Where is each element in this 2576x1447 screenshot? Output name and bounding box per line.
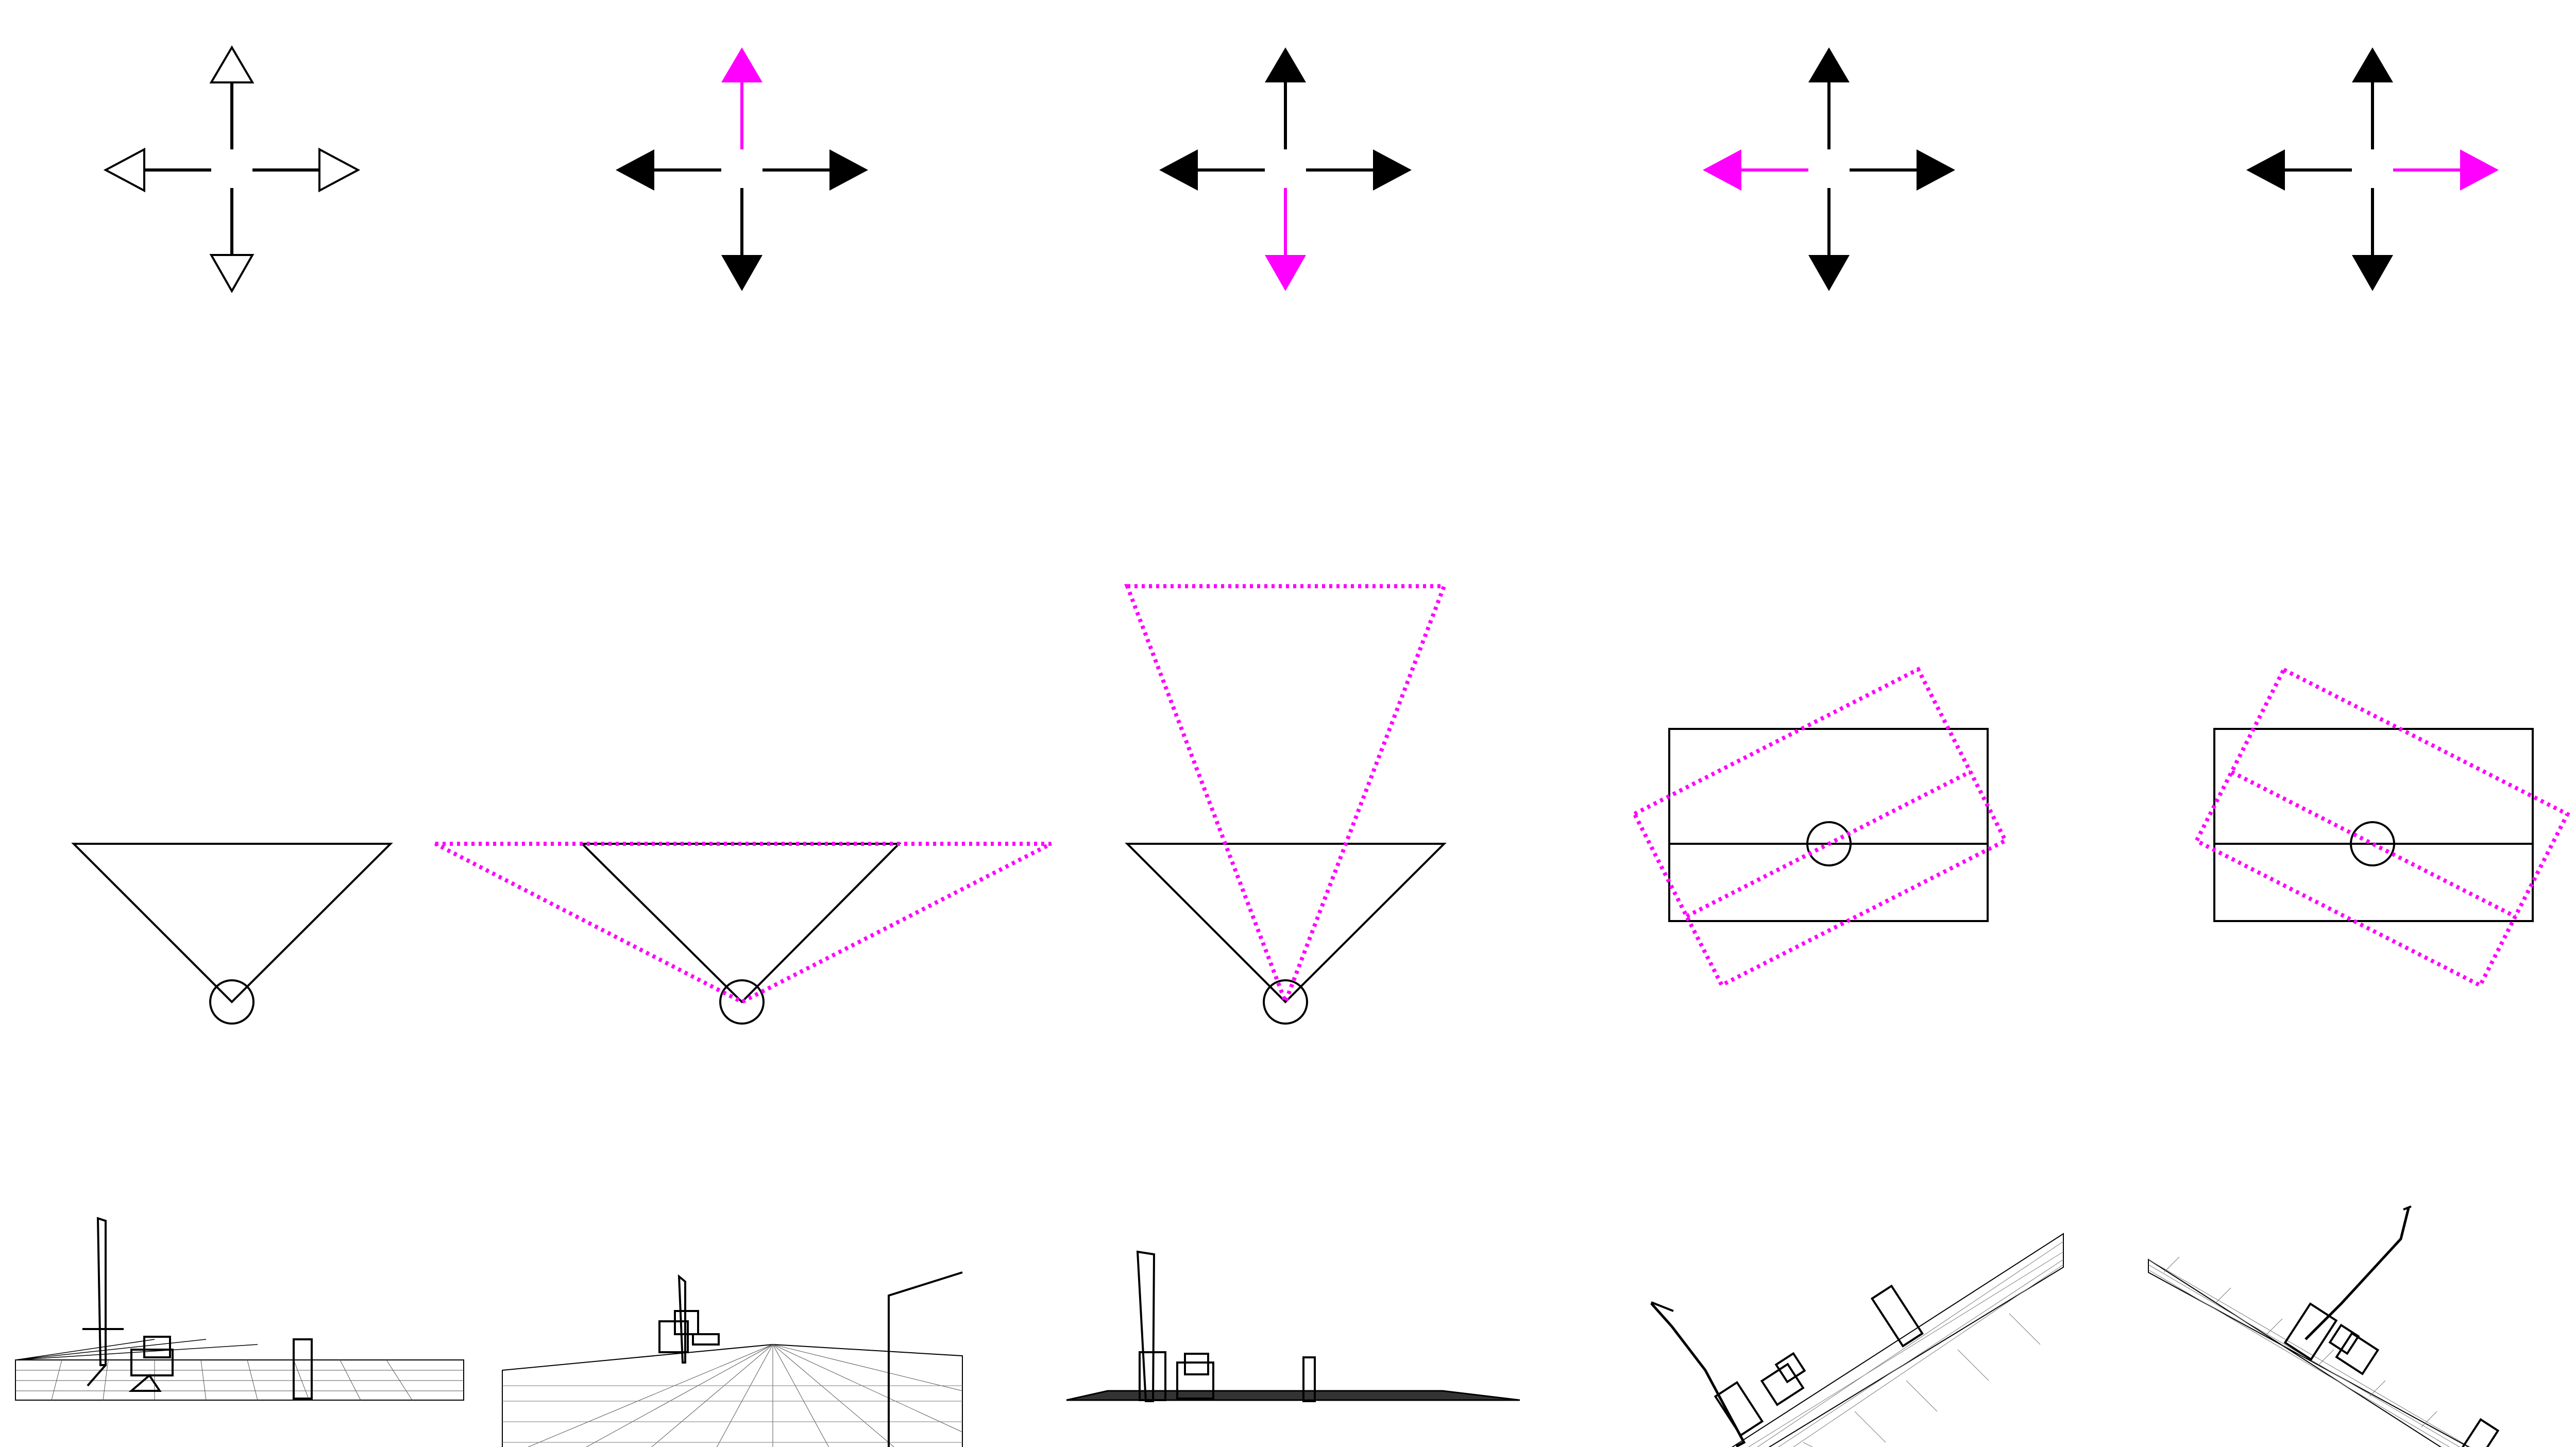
rendered-view-backward [1066, 1250, 1520, 1402]
camera-diagram-backward [1124, 584, 1447, 1025]
rendered-view-forward [502, 1271, 963, 1447]
arrow-control-right [2246, 47, 2499, 291]
changed-view-frame [1632, 667, 2008, 988]
arrow-control-neutral [103, 45, 361, 294]
changed-field-of-view [1124, 584, 1447, 1008]
camera-diagram-left [1632, 667, 2008, 988]
camera-diagram-neutral [71, 843, 393, 1025]
arrow-control-backward [1159, 47, 1412, 291]
changed-field-of-view [434, 842, 1052, 1005]
rendered-view-left [1650, 1233, 2064, 1447]
camera-diagram-right [2193, 667, 2570, 989]
arrow-control-left [1703, 47, 1955, 291]
changed-view-frame [2193, 667, 2570, 989]
rendered-view-right [2148, 1205, 2500, 1447]
camera-diagram-forward [434, 842, 1052, 1025]
arrow-control-forward [616, 47, 868, 291]
rendered-view-neutral [14, 1217, 465, 1401]
